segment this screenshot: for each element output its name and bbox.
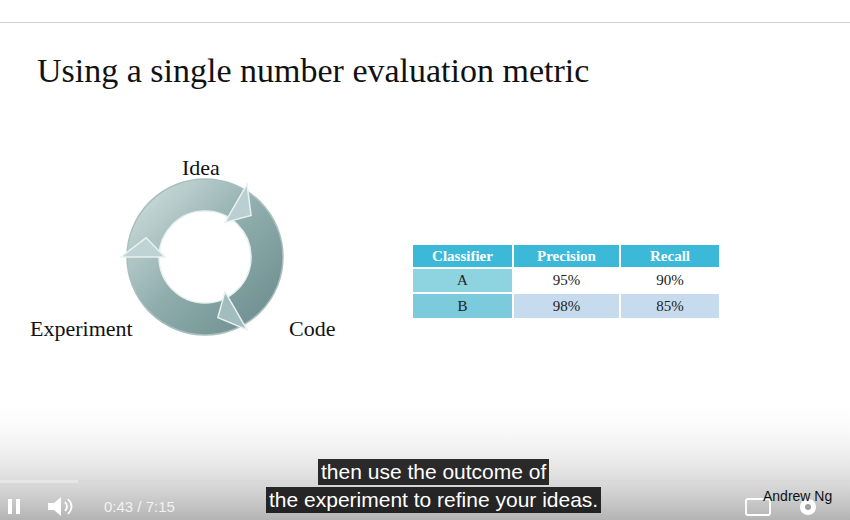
cycle-label: Code [289,316,335,342]
table-cell: 85% [620,293,720,319]
slide-title: Using a single number evaluation metric [37,52,589,90]
table-header: Classifier [412,244,513,268]
cell-text: B [457,298,467,315]
cell-text: 95% [553,272,581,289]
cell-text: 98% [553,298,581,315]
volume-waves [65,499,72,514]
cell-text: A [457,272,468,289]
table-cell: 98% [513,293,620,319]
cell-text: Classifier [432,248,493,265]
speaker-name: Andrew Ng [763,488,832,504]
settings-icon-hole [805,504,811,510]
cell-text: Recall [650,248,690,265]
table-cell: 90% [620,268,720,293]
cycle-arrowhead [121,238,165,257]
cycle-inner-edge [159,211,251,303]
cell-text: Precision [537,248,596,265]
volume-icon [48,497,61,516]
cycle-label: Idea [182,155,220,181]
progress-played [0,480,78,483]
cycle-arrowhead [225,184,251,222]
table-cell: A [412,268,513,293]
pause-icon [8,499,12,514]
table-cell: B [412,293,513,319]
subtitle-line: the experiment to refine your ideas. [266,487,601,513]
table-cell: 95% [513,268,620,293]
subtitle-line: then use the outcome of [318,459,549,485]
player-shade [0,395,850,520]
cycle-arrowhead [218,292,247,330]
cell-text: 85% [656,298,684,315]
pause-icon [16,499,20,514]
cycle-label: Experiment [30,316,133,342]
cell-text: 90% [656,272,684,289]
top-rule [0,22,850,23]
video-time: 0:43 / 7:15 [104,498,175,515]
table-header: Recall [620,244,720,268]
table-header: Precision [513,244,620,268]
